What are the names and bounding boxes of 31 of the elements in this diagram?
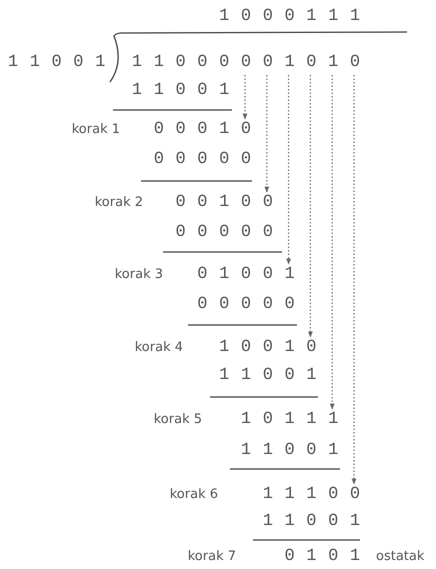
bring-down-arrow — [286, 75, 291, 265]
bring-down-arrow — [330, 75, 335, 410]
binary-number: 00000 — [154, 150, 263, 170]
binary-number: 11001 — [240, 441, 350, 461]
binary-number: 11000001010 — [132, 53, 372, 73]
binary-number: 11100 — [262, 485, 372, 505]
binary-number: 00000 — [197, 295, 306, 315]
binary-number: 0101 — [284, 547, 372, 567]
bring-down-arrow — [352, 75, 356, 485]
binary-number: 11001 — [262, 512, 372, 532]
bring-down-arrow — [308, 75, 313, 338]
bring-down-arrow — [242, 75, 248, 120]
step-label: korak 5 — [154, 411, 202, 429]
binary-number: 10010 — [219, 338, 328, 358]
step-label: korak 4 — [134, 339, 183, 357]
step-label: korak 7 — [188, 548, 236, 566]
step-label: korak 2 — [94, 194, 143, 212]
step-label: korak 1 — [72, 121, 120, 139]
remainder-label: ostatak — [376, 548, 424, 566]
bring-down-arrow — [264, 75, 270, 193]
divisor-number: 11001 — [8, 53, 117, 73]
binary-number: 10111 — [240, 410, 350, 430]
binary-number: 01001 — [197, 265, 306, 285]
binary-number: 1000111 — [219, 7, 372, 27]
step-label: korak 3 — [114, 266, 163, 284]
binary-number: 00010 — [154, 120, 263, 140]
binary-number: 00100 — [176, 193, 285, 213]
step-label: korak 6 — [170, 486, 218, 504]
binary-number: 11001 — [132, 81, 241, 101]
binary-number: 11001 — [219, 366, 328, 386]
binary-number: 00000 — [176, 223, 285, 243]
